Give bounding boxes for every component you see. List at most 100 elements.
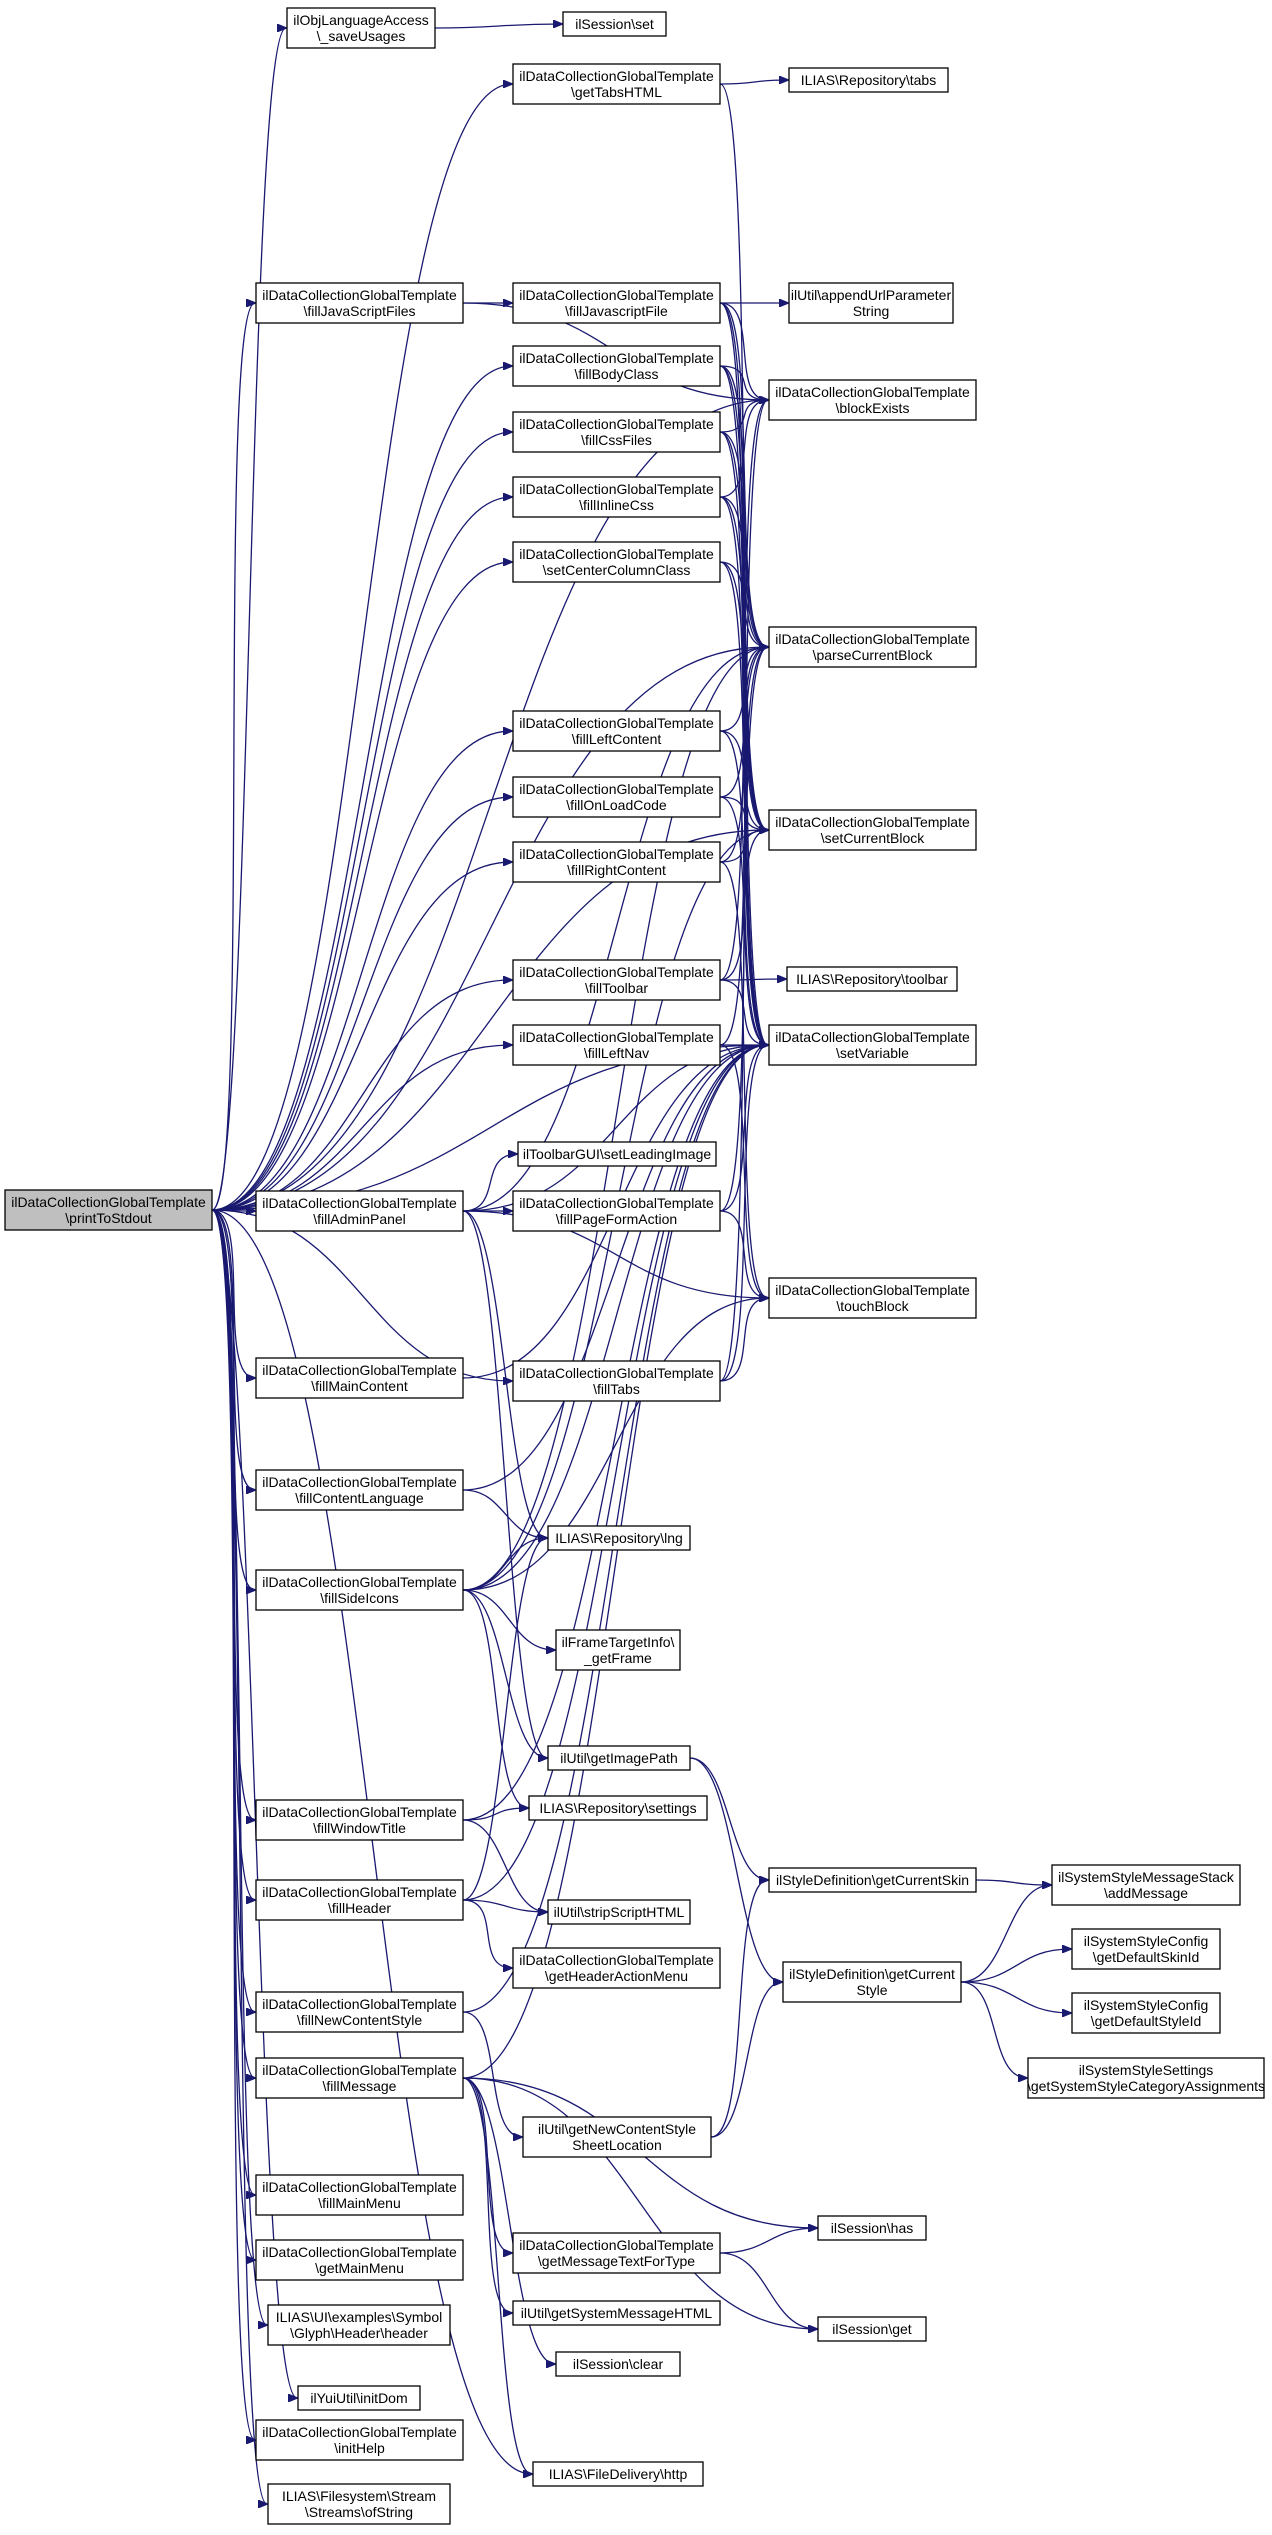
node-uiheader[interactable]: ILIAS\UI\examples\Symbol\Glyph\Header\he… [267,2304,451,2346]
node-label-line: ilSession\clear [573,2356,664,2372]
node-label-line: ilUtil\appendUrlParameter [791,287,952,303]
node-label-line: ilUtil\getSystemMessageHTML [521,2305,713,2321]
node-label-line: \setVariable [836,1045,909,1061]
node-label-line: \fillBodyClass [574,366,658,382]
node-label-line: \fillPageFormAction [556,1211,677,1227]
edge-filltabs-to-setvariable [719,1045,768,1382]
node-label-line: ilDataCollectionGlobalTemplate [262,1574,457,1590]
edge-root-to-gettabshtml [211,84,512,1211]
node-headeraction[interactable]: ilDataCollectionGlobalTemplate\getHeader… [512,1947,721,1989]
node-label-line: ILIAS\Repository\lng [555,1530,683,1546]
node-setcentercol[interactable]: ilDataCollectionGlobalTemplate\setCenter… [512,541,721,583]
node-sessionset[interactable]: ilSession\set [562,11,667,37]
node-filljsfiles[interactable]: ilDataCollectionGlobalTemplate\fillJavaS… [255,282,464,324]
edge-fillpageform-to-setvariable [719,1045,768,1212]
node-defaultskin[interactable]: ilSystemStyleConfig\getDefaultSkinId [1071,1928,1221,1970]
node-box [255,1357,464,1399]
node-sessionclear[interactable]: ilSession\clear [555,2351,681,2377]
edge-fillinlinecss-to-parsecurrent [719,496,768,647]
node-label-line: \parseCurrentBlock [813,647,934,663]
node-touchblock[interactable]: ilDataCollectionGlobalTemplate\touchBloc… [768,1277,977,1319]
node-repotoolbar[interactable]: ILIAS\Repository\toolbar [786,966,958,992]
node-fillsideicons[interactable]: ilDataCollectionGlobalTemplate\fillSideI… [255,1569,464,1611]
node-sessionhas[interactable]: ilSession\has [817,2215,927,2241]
node-root[interactable]: ilDataCollectionGlobalTemplate\printToSt… [4,1189,213,1231]
node-filladmin[interactable]: ilDataCollectionGlobalTemplate\fillAdmin… [255,1190,464,1232]
node-frametarget[interactable]: ilFrameTargetInfo\_getFrame [555,1629,681,1671]
node-gettabshtml[interactable]: ilDataCollectionGlobalTemplate\getTabsHT… [512,63,721,105]
node-filljsfile[interactable]: ilDataCollectionGlobalTemplate\fillJavas… [512,282,721,324]
edge-setcentercol-to-setvariable [719,561,768,1045]
node-objlang[interactable]: ilObjLanguageAccess\_saveUsages [286,7,436,49]
node-getmainmenu[interactable]: ilDataCollectionGlobalTemplate\getMainMe… [255,2239,464,2281]
node-label-line: \fillInlineCss [579,497,654,513]
node-msgstack[interactable]: ilSystemStyleMessageStack\addMessage [1051,1864,1241,1906]
node-parsecurrent[interactable]: ilDataCollectionGlobalTemplate\parseCurr… [768,626,977,668]
node-fillmainmenu[interactable]: ilDataCollectionGlobalTemplate\fillMainM… [255,2174,464,2216]
edge-fillonload-to-setcurrent [719,796,768,830]
node-filltabs[interactable]: ilDataCollectionGlobalTemplate\fillTabs [512,1360,721,1402]
node-yuiinit[interactable]: ilYuiUtil\initDom [297,2385,421,2411]
node-fillheader[interactable]: ilDataCollectionGlobalTemplate\fillHeade… [255,1879,464,1921]
node-setcurrent[interactable]: ilDataCollectionGlobalTemplate\setCurren… [768,809,977,851]
node-fillrightcontent[interactable]: ilDataCollectionGlobalTemplate\fillRight… [512,841,721,883]
node-fillbodyclass[interactable]: ilDataCollectionGlobalTemplate\fillBodyC… [512,345,721,387]
node-box [512,345,721,387]
node-blockexists[interactable]: ilDataCollectionGlobalTemplate\blockExis… [768,379,977,421]
node-filltoolbar[interactable]: ilDataCollectionGlobalTemplate\fillToolb… [512,959,721,1001]
node-label-line: ilDataCollectionGlobalTemplate [262,2062,457,2078]
node-fillmain[interactable]: ilDataCollectionGlobalTemplate\fillMainC… [255,1357,464,1399]
node-box [255,1469,464,1511]
node-msgtext[interactable]: ilDataCollectionGlobalTemplate\getMessag… [512,2232,721,2274]
node-box [517,1141,717,1167]
node-fillonload[interactable]: ilDataCollectionGlobalTemplate\fillOnLoa… [512,776,721,818]
node-inithelp[interactable]: ilDataCollectionGlobalTemplate\initHelp [255,2419,464,2461]
node-defaultstyle[interactable]: ilSystemStyleConfig\getDefaultStyleId [1071,1992,1221,2034]
edge-fillinlinecss-to-blockexists [719,400,768,498]
node-stylesettings[interactable]: ilSystemStyleSettings\getSystemStyleCate… [1027,2057,1265,2099]
node-layer: ilDataCollectionGlobalTemplate\printToSt… [4,7,1265,2525]
node-toolbarleading[interactable]: ilToolbarGUI\setLeadingImage [517,1141,717,1167]
node-label-line: \fillLeftNav [584,1045,649,1061]
node-fillmessage[interactable]: ilDataCollectionGlobalTemplate\fillMessa… [255,2057,464,2099]
edge-fillmessage-to-msgtext [462,2077,512,2253]
node-box [817,2215,927,2241]
node-label-line: ilDataCollectionGlobalTemplate [519,1365,714,1381]
node-label-line: \fillSideIcons [320,1590,399,1606]
node-fillleftcontent[interactable]: ilDataCollectionGlobalTemplate\fillLeftC… [512,710,721,752]
node-repolng[interactable]: ILIAS\Repository\lng [547,1525,691,1551]
node-setvariable[interactable]: ilDataCollectionGlobalTemplate\setVariab… [768,1024,977,1066]
node-fillnewcontent[interactable]: ilDataCollectionGlobalTemplate\fillNewCo… [255,1991,464,2033]
edge-newcontentsheet-to-getcurrentstyle [710,1982,782,2138]
node-getcurrentskin[interactable]: ilStyleDefinition\getCurrentSkin [768,1867,977,1893]
node-sessionget[interactable]: ilSession\get [817,2316,927,2342]
node-label-line: \getDefaultStyleId [1091,2013,1202,2029]
node-sysmsghtml[interactable]: ilUtil\getSystemMessageHTML [512,2300,721,2326]
node-fillcontentlang[interactable]: ilDataCollectionGlobalTemplate\fillConte… [255,1469,464,1511]
node-repotabs[interactable]: ILIAS\Repository\tabs [788,67,949,93]
node-fillleftnav[interactable]: ilDataCollectionGlobalTemplate\fillLeftN… [512,1024,721,1066]
edge-filljsfile-to-parsecurrent [719,302,768,647]
node-filedelivery[interactable]: ILIAS\FileDelivery\http [532,2461,704,2487]
node-label-line: ILIAS\Repository\settings [539,1800,696,1816]
node-label-line: \initHelp [334,2440,385,2456]
node-label-line: \fillLeftContent [572,731,662,747]
node-fillcssfiles[interactable]: ilDataCollectionGlobalTemplate\fillCssFi… [512,411,721,453]
node-fillwindowtitle[interactable]: ilDataCollectionGlobalTemplate\fillWindo… [255,1799,464,1841]
node-label-line: \setCenterColumnClass [543,562,691,578]
node-reposettings[interactable]: ILIAS\Repository\settings [528,1795,708,1821]
node-getimagepath[interactable]: ilUtil\getImagePath [547,1745,691,1771]
node-box [512,411,721,453]
edge-getcurrentstyle-to-defaultskin [960,1949,1071,1983]
node-label-line: ilYuiUtil\initDom [310,2390,407,2406]
node-label-line: ilDataCollectionGlobalTemplate [519,2237,714,2253]
node-fillinlinecss[interactable]: ilDataCollectionGlobalTemplate\fillInlin… [512,476,721,518]
node-label-line: ilDataCollectionGlobalTemplate [262,287,457,303]
node-box [522,2116,712,2158]
node-streams[interactable]: ILIAS\Filesystem\Stream\Streams\ofString [267,2483,451,2525]
node-stripscript[interactable]: ilUtil\stripScriptHTML [547,1899,691,1925]
node-fillpageform[interactable]: ilDataCollectionGlobalTemplate\fillPageF… [512,1190,721,1232]
